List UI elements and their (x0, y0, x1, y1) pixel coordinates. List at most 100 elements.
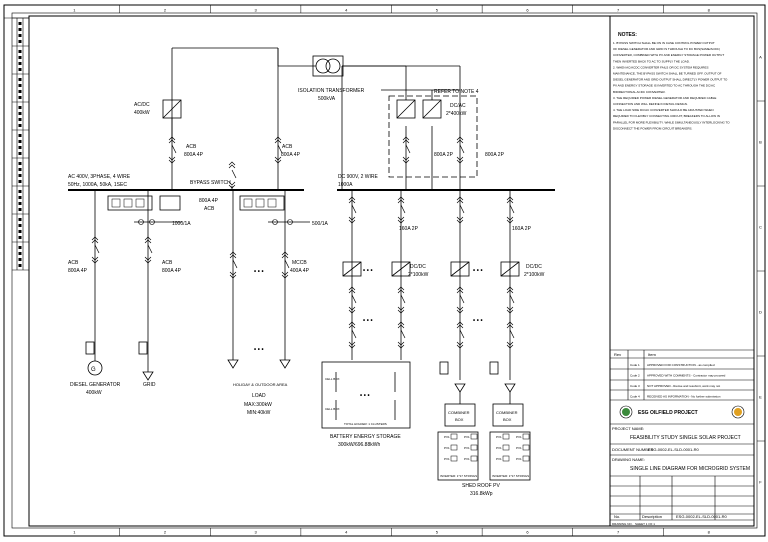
strip-glyph (18, 152, 22, 155)
doc-number-value: ESG-0002-EL-SLD-0001-R0 (648, 447, 699, 452)
ellipsis-battery: • • • (360, 393, 370, 399)
breaker-symbol (397, 196, 406, 224)
ct-left-label: 1000/1A (172, 221, 191, 227)
acb-grid-2: 800A 4P (162, 268, 182, 274)
strip-glyph (18, 112, 22, 115)
rev-text: APPROVED FOR CONSTRUCTION - as complied (647, 363, 715, 367)
strip-glyph (18, 22, 22, 25)
note-line: DISCONNECT THE POWER FROM CIRCUIT BREAKE… (613, 126, 693, 130)
grid-letter-right: B (759, 140, 762, 145)
battery-label-1: BATTERY ENERGY STORAGE (330, 434, 401, 440)
strip-glyph (18, 84, 22, 87)
strip-glyph (18, 196, 22, 199)
rev-text: APPROVED WITH COMMENTS - Contractor may … (647, 374, 726, 378)
acdc-label-1: AC/DC (134, 102, 150, 108)
note-line: MAINTENANCE, THE BYPASS SWITCH SHALL BE … (613, 72, 722, 76)
acb-mid-2: 800A 4P (281, 152, 301, 158)
rev-code: Code 3 (630, 384, 640, 388)
ellipsis-dcdc-right: • • • (473, 268, 483, 274)
project-value: FEASIBILITY STUDY SINGLE SOLAR PROJECT (630, 435, 741, 441)
strip-glyph (18, 174, 22, 177)
note-line: DIESEL GENERATOR AND GRID OUTPUT SHALL D… (613, 78, 728, 82)
grid-letter-right: F (759, 480, 762, 485)
strip-glyph (18, 168, 22, 171)
strip-glyph (18, 224, 22, 227)
pv-string-symbol (470, 455, 478, 462)
bottom-label-description: Description (642, 514, 662, 519)
grid-number-top: 2 (164, 8, 167, 13)
footer-left: DRAWING NO. (612, 522, 633, 526)
mccb-load-2: 400A 4P (290, 268, 310, 274)
pv-string-symbol (522, 433, 530, 440)
strip-glyph (18, 124, 22, 127)
transformer-label-1: ISOLATION TRANSFORMER (298, 88, 365, 94)
grid-number-bottom: 2 (164, 530, 167, 535)
strip-glyph (18, 202, 22, 205)
meter-box (111, 198, 121, 208)
dc-breaker-b: 800A 2P (485, 152, 505, 158)
strip-glyph (18, 90, 22, 93)
dc-bus-label-1: DC 900V, 2 WIRE (338, 174, 378, 180)
note-line: CONNECTION AND WILL DEFINE IN DETAIL DES… (613, 102, 688, 106)
project-name: ESG OILFIELD PROJECT (638, 410, 698, 416)
grid-number-bottom: 8 (708, 530, 711, 535)
current-transformer (138, 219, 144, 225)
diesel-label-2: 400kW (86, 390, 102, 396)
breaker-symbol (456, 136, 465, 164)
grid-number-bottom: 4 (345, 530, 348, 535)
pv-string-label: PV1 (444, 457, 450, 461)
ac-bus-label-1: AC 400V, 3PHASE, 4 WIRE (68, 174, 131, 180)
grid-letter-right: D (759, 310, 762, 315)
grid-number-bottom: 3 (254, 530, 257, 535)
note-line: BIDIRECTIONAL ACDC CONVERTER. (613, 90, 666, 94)
ac-bus-label-2: 50Hz, 1000A, 50kA, 1SEC (68, 182, 127, 188)
current-transformer (272, 219, 278, 225)
breaker-symbol (348, 286, 357, 314)
company-logo-left (622, 408, 630, 416)
rev-code: Code 2 (630, 374, 640, 378)
transformer-label-2: 500kVA (318, 96, 336, 102)
pv-string-symbol (450, 444, 458, 451)
bypass-label-1: BYPASS SWITCH (190, 180, 231, 186)
current-transformer (149, 219, 155, 225)
breaker-symbol (281, 251, 290, 279)
revision-strip (12, 17, 29, 267)
note-line: THEN INVERTED BACK TO AC TO SUPPLY THE L… (613, 59, 690, 63)
pv-string-label: PV1 (496, 435, 502, 439)
refer-note-label: REFER TO NOTE 4 (434, 89, 479, 95)
strip-glyph (18, 56, 22, 59)
grid-number-top: 8 (708, 8, 711, 13)
strip-glyph (18, 208, 22, 211)
footer-right: SHEET 1 OF 1 (635, 522, 655, 526)
dc-160-left: 160A 2P (399, 226, 419, 232)
dc-bus-label-2: 1000A (338, 182, 353, 188)
breaker-symbol (506, 286, 515, 314)
dcdc-left-2: 2*100kW (408, 272, 429, 278)
pv-string-label: PV1 (464, 435, 470, 439)
breaker-symbol (348, 321, 357, 349)
breaker-symbol (274, 136, 283, 164)
strip-glyph (18, 28, 22, 31)
notes-heading: NOTES: (618, 32, 637, 38)
pv-string-label: PV1 (464, 457, 470, 461)
grid-number-bottom: 6 (526, 530, 529, 535)
note-line: PV AND ENERGY STORAGE IS INVERTED TO AC … (613, 84, 716, 88)
acb-mid-1: ACB (282, 144, 293, 150)
rev-header-rev: Rev (614, 352, 621, 357)
meter-box (135, 198, 145, 208)
breaker-symbol (229, 251, 238, 279)
acb-diesel-1: ACB (68, 260, 79, 266)
grid-number-top: 1 (73, 8, 76, 13)
doc-number-label: DOCUMENT NUMBER (612, 447, 654, 452)
shed-roof-label-1: SHED ROOF PV (462, 483, 500, 489)
pv-string-label: PV1 (516, 435, 522, 439)
pv-string-symbol (502, 444, 510, 451)
strip-glyph (18, 162, 22, 165)
title-block-logos (622, 408, 742, 416)
note-line: PARALLEL FOR MORE FLEXIBILITY. WHILE SIM… (613, 120, 730, 124)
strip-glyph (18, 96, 22, 99)
bypass-label-2: 800A 4P (199, 198, 219, 204)
pv-string-symbol (502, 433, 510, 440)
meter-box (255, 198, 265, 208)
